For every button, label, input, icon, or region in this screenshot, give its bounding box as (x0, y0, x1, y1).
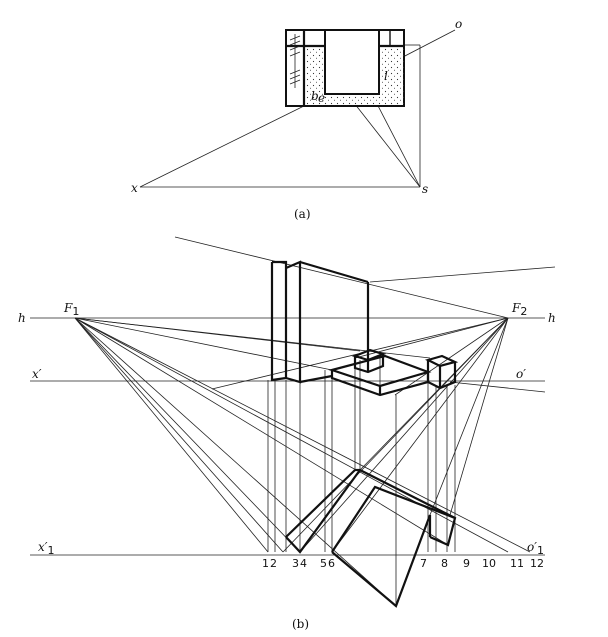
building-roof-edge (299, 260, 369, 284)
ground-number-6: 6 (328, 557, 335, 570)
plan-line-s-l (374, 99, 421, 188)
roof-line-right (369, 266, 556, 283)
building-wall-mid (285, 260, 302, 384)
ground-number-12: 12 (530, 557, 544, 570)
label-l: l (384, 69, 388, 83)
label-x-prime: x′ (32, 367, 42, 381)
label-F1: F1 (63, 301, 79, 318)
ground-numbers: 1 2 3 4 5 6 7 8 9 10 11 12 (262, 557, 544, 570)
ground-number-5: 5 (320, 557, 327, 570)
label-o: o (455, 17, 462, 31)
ground-number-8: 8 (441, 557, 448, 570)
building-wall-left-pier (270, 260, 288, 382)
ground-number-9: 9 (463, 557, 470, 570)
label-e: e (318, 91, 325, 105)
lower-plan-top-edge (359, 469, 456, 519)
building-base-edge (299, 374, 333, 384)
label-x: x (131, 181, 138, 195)
plan-stair-ticks (289, 34, 301, 88)
label-x1-prime: x′1 (38, 540, 55, 557)
lower-plan-left-inner (285, 469, 356, 538)
rays-from-F2 (211, 317, 509, 553)
ground-number-10: 10 (482, 557, 496, 570)
label-h-right: h (548, 311, 556, 325)
building-perspective (270, 260, 459, 397)
plan-view-a: o x s b e l (a) (131, 17, 462, 221)
label-s: s (422, 182, 428, 196)
ground-number-11: 11 (510, 557, 524, 570)
perspective-view-b: h h F1 F2 x′ o′ x′1 o′1 1 2 3 4 5 6 7 8 … (18, 236, 556, 631)
label-o-prime: o′ (516, 367, 526, 381)
roof-line-left (174, 236, 509, 319)
ground-number-2: 2 (270, 557, 277, 570)
ground-extension (449, 381, 546, 393)
ground-number-3: 3 (292, 557, 299, 570)
caption-a: (a) (294, 207, 311, 221)
label-o1-prime: o′1 (527, 540, 544, 557)
caption-b: (b) (292, 617, 309, 631)
lower-plan-perspective (285, 468, 457, 608)
lower-plan-bottom (331, 514, 432, 608)
ground-number-7: 7 (420, 557, 427, 570)
label-b: b (311, 89, 319, 103)
ground-number-1: 1 (262, 557, 269, 570)
label-F2: F2 (511, 301, 527, 318)
lower-plan-main (331, 485, 457, 553)
plan-line-x-b (139, 102, 311, 188)
lower-plan-left (285, 469, 361, 554)
label-h-left: h (18, 311, 26, 325)
ground-number-4: 4 (300, 557, 307, 570)
small-block-2-top (424, 354, 459, 368)
plan-courtyard (324, 29, 380, 95)
